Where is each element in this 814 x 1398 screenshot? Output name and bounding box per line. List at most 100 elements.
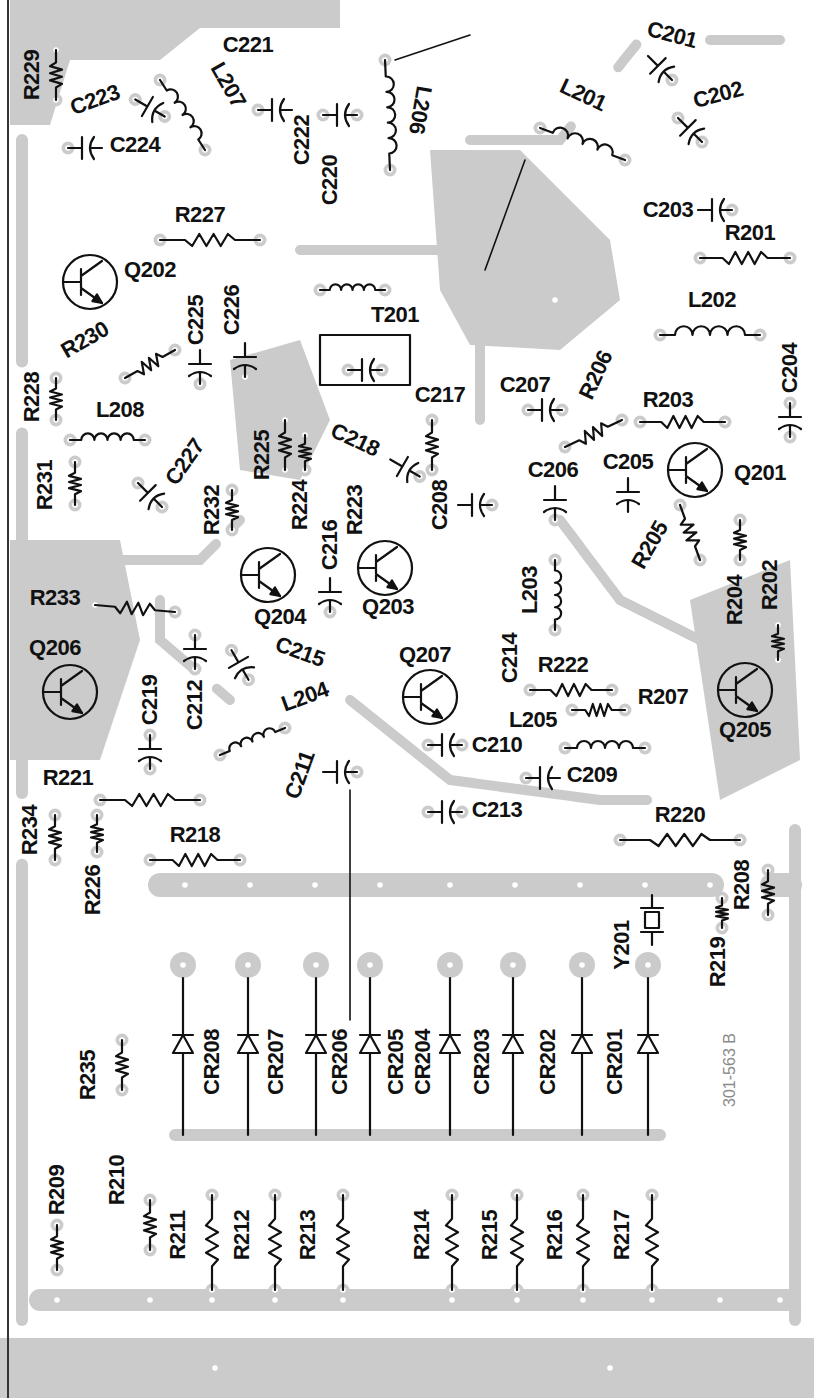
- part-label: C216: [319, 520, 341, 571]
- part-label: C219: [139, 675, 161, 726]
- drill-hole: [272, 1297, 278, 1303]
- crystal-symbol: [641, 895, 663, 945]
- part-label: T201: [371, 304, 419, 326]
- capacitor-symbol: [428, 801, 462, 823]
- part-label: L203: [519, 566, 541, 614]
- part-label: C226: [221, 285, 243, 336]
- part-label: R223: [344, 485, 366, 536]
- capacitor-symbol: [130, 475, 170, 515]
- drill-hole: [512, 882, 518, 888]
- inductor-coil: [660, 326, 760, 335]
- transistor-symbol: [718, 663, 772, 717]
- part-label: C201: [645, 18, 700, 52]
- part-label: C212: [184, 680, 206, 731]
- resistor-symbol: [772, 625, 784, 660]
- part-label: CR208: [201, 1029, 223, 1095]
- capacitor-plates: [428, 801, 462, 823]
- drill-hole: [245, 962, 251, 968]
- inductor-symbol: [320, 284, 385, 290]
- drill-hole: [313, 962, 319, 968]
- part-label: R207: [638, 686, 689, 708]
- copper-trace: [710, 35, 780, 45]
- drill-hole: [247, 882, 253, 888]
- copper-area: [230, 340, 330, 480]
- capacitor-symbol: [184, 635, 206, 669]
- capacitor-symbol: [528, 399, 562, 421]
- capacitor-symbol: [348, 359, 382, 381]
- transistor-symbol: [63, 255, 117, 309]
- diode-symbol: [638, 978, 658, 1135]
- part-label: C210: [472, 734, 523, 756]
- drill-hole: [147, 1297, 153, 1303]
- inductor-symbol: [660, 326, 760, 335]
- capacitor-symbol: [189, 350, 211, 384]
- drill-hole: [707, 882, 713, 888]
- transistor-symbol: [668, 443, 722, 497]
- pad-layer: [49, 44, 797, 1371]
- capacitor-symbol: [526, 767, 560, 789]
- capacitor-plates: [617, 478, 639, 512]
- part-label: Q204: [254, 606, 306, 628]
- part-label: C208: [429, 480, 451, 531]
- part-label: C223: [67, 81, 122, 119]
- diode-symbol: [173, 978, 193, 1135]
- drill-hole: [447, 882, 453, 888]
- drill-hole: [367, 962, 373, 968]
- part-label: Q206: [29, 637, 81, 659]
- capacitor-plates: [428, 734, 462, 756]
- inductor-coil: [320, 284, 385, 290]
- part-label: R225: [251, 430, 273, 481]
- copper-trace: [16, 434, 28, 578]
- capacitor-plates: [130, 475, 170, 515]
- resistor-symbol: [69, 462, 81, 505]
- inductor-coil: [540, 121, 628, 160]
- transformer-can: [320, 335, 410, 385]
- drill-hole: [449, 1297, 455, 1303]
- transistor-case: [63, 255, 117, 309]
- capacitor-plates: [234, 343, 256, 377]
- part-label: C217: [415, 384, 466, 406]
- inductor-coil: [385, 60, 398, 170]
- capacitor-symbol: [458, 494, 492, 516]
- part-label: R220: [655, 804, 706, 826]
- diode-symbol: [503, 978, 523, 1135]
- diode-pad: [303, 952, 329, 978]
- resistor-symbol: [50, 50, 62, 100]
- copper-trace: [217, 689, 230, 700]
- inductor-symbol: [385, 60, 398, 170]
- drill-hole: [607, 1365, 613, 1371]
- part-label: C215: [272, 633, 327, 671]
- drill-hole: [312, 882, 318, 888]
- emitter-arrow: [697, 483, 707, 492]
- transistor-case: [43, 665, 97, 719]
- capacitor-plates: [670, 110, 710, 150]
- part-label: C206: [528, 459, 579, 481]
- transistor-case: [668, 443, 722, 497]
- copper-trace: [618, 45, 636, 68]
- part-label: C220: [319, 155, 341, 206]
- part-label: R228: [21, 372, 43, 423]
- diode-pad: [500, 952, 526, 978]
- inductor-symbol: [565, 741, 645, 748]
- part-label: R201: [725, 222, 776, 244]
- part-label: Q201: [734, 462, 786, 484]
- diode-pad: [437, 952, 463, 978]
- part-label: CR206: [329, 1029, 351, 1095]
- part-label: L204: [279, 678, 332, 715]
- part-label: R203: [643, 389, 694, 411]
- diode-pad: [635, 952, 661, 978]
- part-label: R213: [297, 1210, 319, 1261]
- part-label: Q202: [124, 259, 176, 281]
- part-label: R216: [544, 1210, 566, 1261]
- capacitor-symbol: [68, 137, 102, 159]
- copper-trace: [350, 700, 647, 800]
- transistor-symbol: [241, 548, 295, 602]
- part-label: CR205: [385, 1029, 407, 1095]
- part-label: CR201: [604, 1029, 626, 1095]
- emitter-arrow: [270, 588, 280, 597]
- inductor-coil: [565, 741, 645, 748]
- drill-hole: [580, 1297, 586, 1303]
- part-label: R215: [479, 1210, 501, 1261]
- transistor-leads: [358, 547, 397, 589]
- capacitor-symbol: [544, 486, 566, 520]
